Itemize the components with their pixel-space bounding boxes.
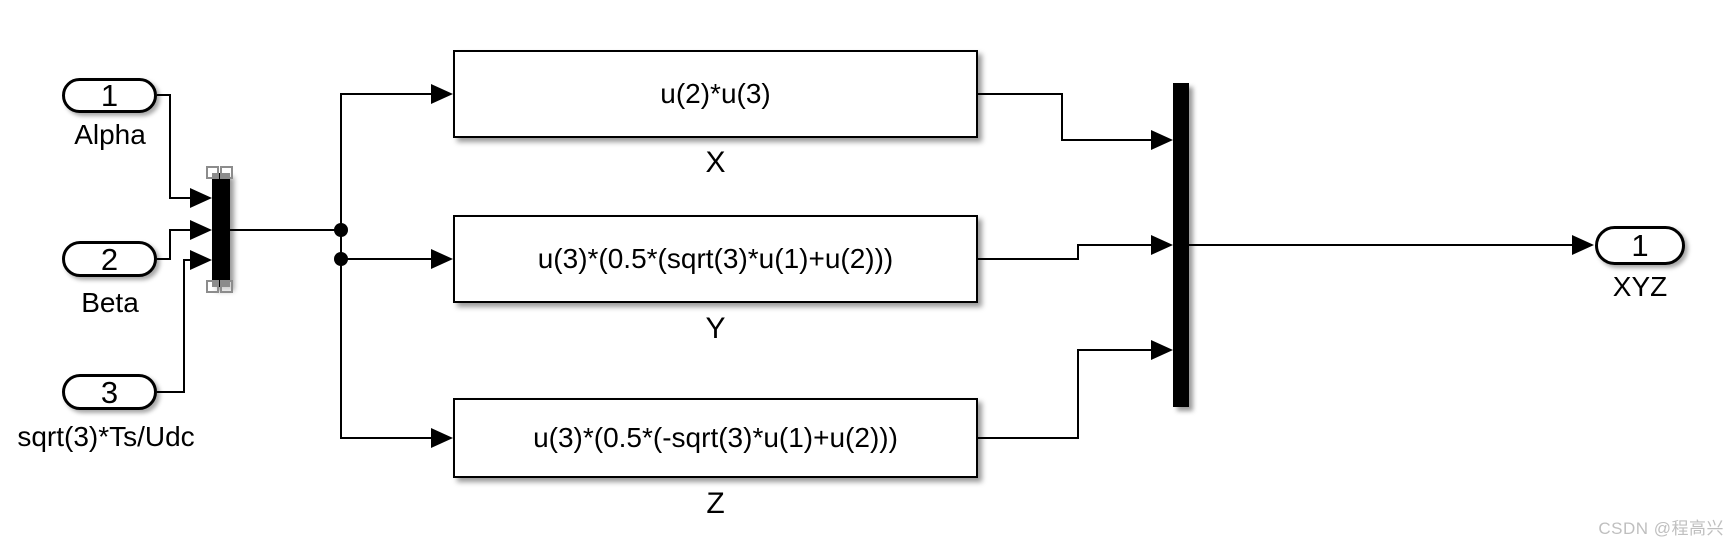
fcn-block-y-label[interactable]: Y [705,312,726,345]
wire-arrowhead-icon [431,249,453,269]
fcn-block-z-label[interactable]: Z [706,487,725,520]
wire-arrowhead-icon [431,84,453,104]
wire-arrowhead-icon [431,428,453,448]
fcn-block-y[interactable]: u(3)*(0.5*(sqrt(3)*u(1)+u(2))) [453,215,978,303]
wire-arrowhead-icon [1151,340,1173,360]
wire-branch-to-y[interactable] [340,230,432,260]
wire-arrowhead-icon [1572,235,1594,255]
fcn-block-x-label[interactable]: X [705,146,726,179]
inport-alpha-number: 1 [100,78,119,113]
inport-sqrt3[interactable]: 3 [62,374,157,410]
wire-arrowhead-icon [1151,130,1173,150]
inport-beta[interactable]: 2 [62,241,157,277]
fcn-block-x[interactable]: u(2)*u(3) [453,50,978,138]
selection-handle[interactable] [220,166,233,179]
fcn-block-z-expression: u(3)*(0.5*(-sqrt(3)*u(1)+u(2))) [533,422,898,453]
wire-alpha-to-mux[interactable] [157,94,191,199]
wire-beta-to-mux[interactable] [157,229,191,260]
inport-sqrt3-label[interactable]: sqrt(3)*Ts/Udc [17,421,195,452]
wire-arrowhead-icon [190,250,212,270]
wire-sqrt3-to-mux[interactable] [157,259,191,393]
outport-xyz-label[interactable]: XYZ [1612,271,1668,302]
wire-x-to-mux2[interactable] [978,93,1152,141]
selection-handle[interactable] [220,280,233,293]
fcn-block-x-expression: u(2)*u(3) [660,78,771,109]
wire-branch-to-z[interactable] [340,259,432,439]
fcn-block-y-expression: u(3)*(0.5*(sqrt(3)*u(1)+u(2))) [537,243,894,274]
wire-arrowhead-icon [190,188,212,208]
fcn-block-z[interactable]: u(3)*(0.5*(-sqrt(3)*u(1)+u(2))) [453,398,978,478]
wire-y-to-mux2[interactable] [978,244,1152,260]
selection-handle[interactable] [206,280,219,293]
selection-handle[interactable] [206,166,219,179]
branch-dot [334,223,348,237]
csdn-watermark: CSDN @程高兴 [1598,519,1724,538]
wire-z-to-mux2[interactable] [978,349,1152,439]
mux2-block[interactable] [1173,83,1189,407]
wire-arrowhead-icon [1151,235,1173,255]
branch-dot [334,252,348,266]
inport-alpha[interactable]: 1 [62,78,157,113]
outport-xyz-number: 1 [1631,228,1649,263]
inport-alpha-label[interactable]: Alpha [74,119,146,150]
wire-branch-to-x[interactable] [340,93,432,230]
inport-sqrt3-number: 3 [100,374,119,410]
wire-arrowhead-icon [190,220,212,240]
inport-beta-number: 2 [100,241,119,277]
inport-beta-label[interactable]: Beta [81,287,139,318]
mux-block[interactable] [212,173,230,287]
outport-xyz[interactable]: 1 [1595,226,1685,265]
